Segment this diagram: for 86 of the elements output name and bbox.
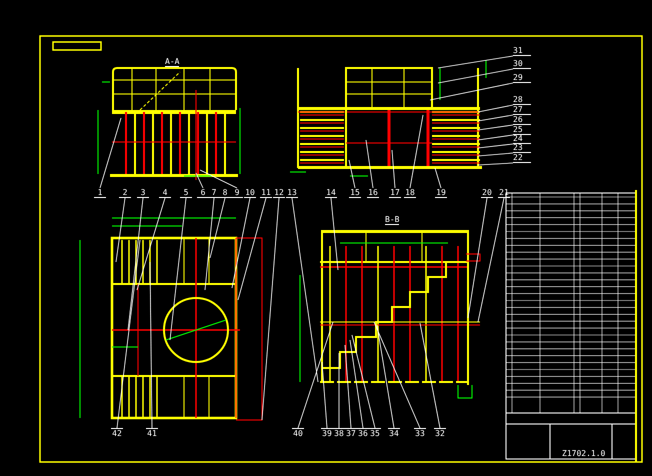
callout-number: 25 — [513, 125, 531, 135]
leader-line — [322, 362, 328, 428]
leader-line — [170, 198, 186, 340]
callout-number: 10 — [244, 188, 256, 198]
leader-line — [478, 144, 514, 148]
callout-number: 37 — [345, 428, 357, 438]
leader-line — [348, 160, 356, 188]
leader-line — [150, 262, 152, 428]
leader-line — [430, 82, 514, 100]
callout-number: 39 — [321, 428, 333, 438]
leader-line — [376, 324, 394, 428]
leader-line — [330, 198, 338, 270]
leader-line — [204, 198, 214, 290]
leader-line — [478, 134, 514, 140]
callout-number: 35 — [369, 428, 381, 438]
callout-number: 1 — [94, 188, 106, 198]
leader-line — [116, 240, 140, 428]
leader-line — [298, 322, 334, 428]
callout-number: 28 — [513, 95, 531, 105]
callout-number: 4 — [159, 188, 171, 198]
leader-line — [434, 168, 442, 188]
leader-line — [392, 150, 396, 188]
leader-line — [262, 198, 280, 420]
callout-number: 14 — [325, 188, 337, 198]
callout-number: 26 — [513, 115, 531, 125]
callout-number: 6 — [197, 188, 209, 198]
callout-number: 5 — [180, 188, 192, 198]
callout-number: 16 — [367, 188, 379, 198]
callout-number: 2 — [119, 188, 131, 198]
callout-number: 32 — [434, 428, 446, 438]
leader-line — [210, 198, 226, 258]
leader-line — [478, 152, 514, 156]
callout-number: 17 — [389, 188, 401, 198]
callout-number: 31 — [513, 46, 531, 56]
leader-line — [238, 198, 266, 300]
callout-number: 13 — [286, 188, 298, 198]
callout-number: 11 — [260, 188, 272, 198]
callout-number: 22 — [513, 153, 531, 163]
leader-line — [410, 114, 424, 188]
leader-line — [338, 352, 340, 428]
callout-number: 9 — [231, 188, 243, 198]
callout-number: 19 — [435, 188, 447, 198]
leader-line — [478, 198, 504, 322]
callout-number: 29 — [513, 73, 531, 83]
callout-number: 42 — [111, 428, 123, 438]
leader-line — [468, 198, 488, 318]
leader-line — [478, 114, 514, 122]
callout-number: 34 — [388, 428, 400, 438]
callout-number: 36 — [357, 428, 369, 438]
callout-number: 7 — [208, 188, 220, 198]
callout-number: 33 — [414, 428, 426, 438]
leader-line — [344, 344, 352, 428]
callout-number: 30 — [513, 59, 531, 69]
leader-line — [232, 198, 250, 288]
drawing-number: Z1702.1.0 — [562, 449, 606, 458]
callout-number: 23 — [513, 143, 531, 153]
section-title: B-B — [385, 215, 400, 225]
leader-line — [196, 172, 204, 188]
callout-number: 40 — [292, 428, 304, 438]
callout-number: 8 — [219, 188, 231, 198]
callout-number: 38 — [333, 428, 345, 438]
leader-line — [136, 198, 166, 290]
leader-line — [438, 56, 514, 68]
leader-line — [374, 322, 420, 428]
callout-number: 24 — [513, 134, 531, 144]
leader-line — [200, 170, 238, 188]
callout-number: 27 — [513, 105, 531, 115]
leader-line — [478, 162, 514, 166]
leader-line — [352, 334, 376, 428]
leader-line — [100, 118, 122, 188]
callout-number: 12 — [273, 188, 285, 198]
leader-line — [478, 104, 514, 112]
leader-line — [420, 322, 440, 428]
leader-line — [292, 198, 318, 382]
callout-number: 41 — [146, 428, 158, 438]
leader-line — [350, 340, 364, 428]
leader-line — [128, 198, 144, 330]
leader-line — [116, 198, 126, 262]
callout-number: 3 — [137, 188, 149, 198]
callout-number: 20 — [481, 188, 493, 198]
leader-line — [438, 68, 514, 84]
callout-number: 18 — [404, 188, 416, 198]
callout-number: 15 — [349, 188, 361, 198]
leader-line — [366, 140, 374, 188]
section-title: A-A — [165, 57, 180, 67]
leader-line — [478, 124, 514, 130]
